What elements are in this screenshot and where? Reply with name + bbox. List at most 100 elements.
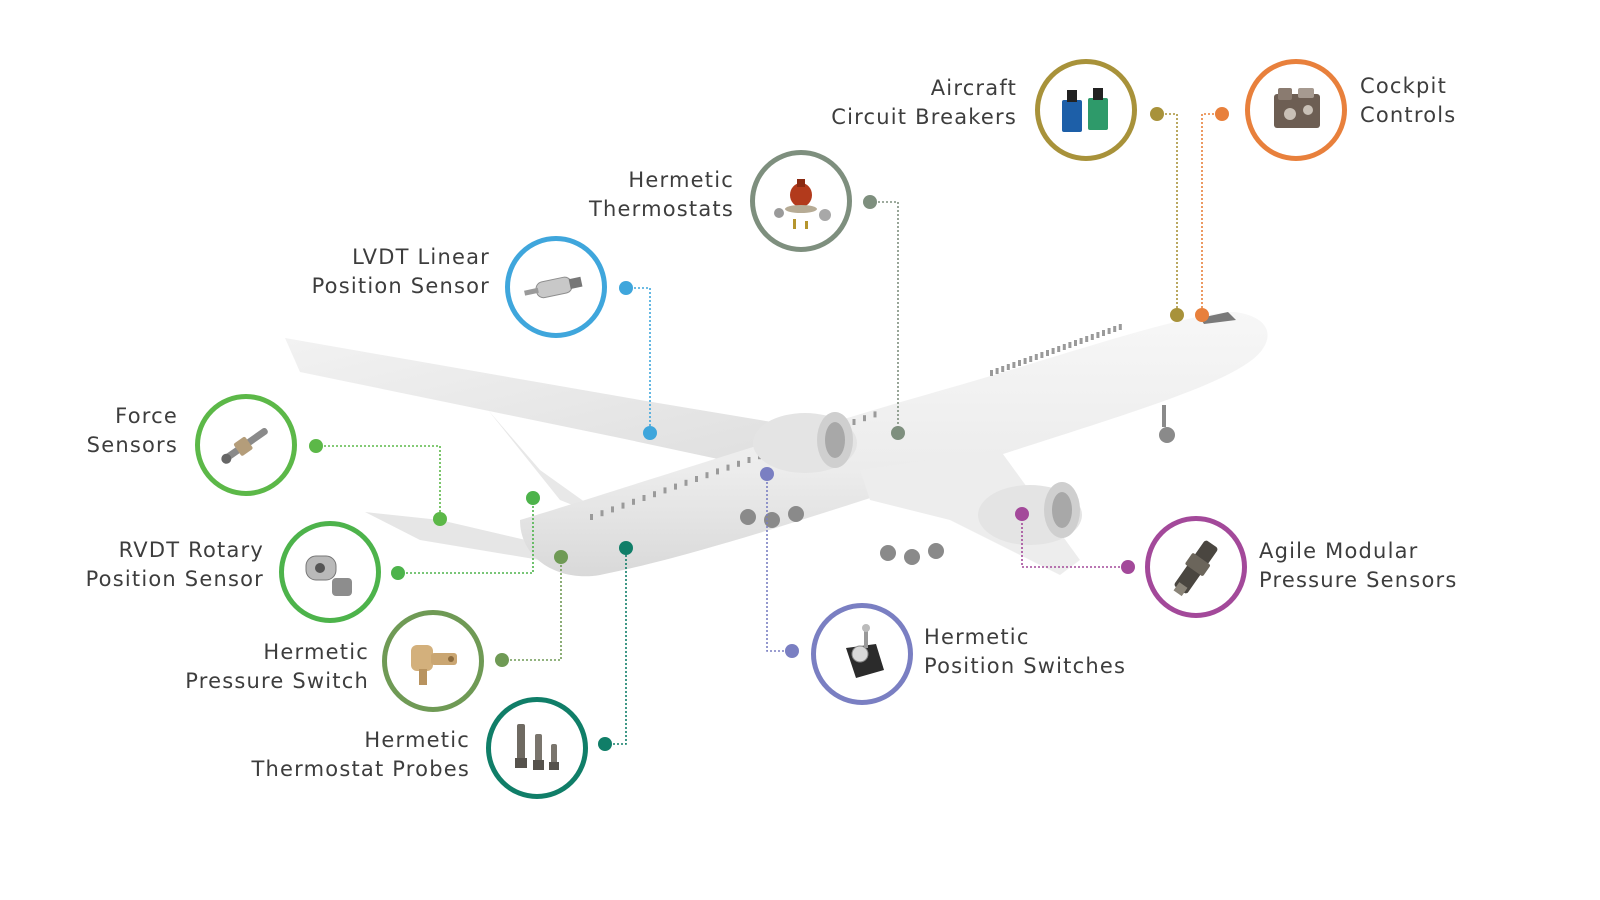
far-wing [285, 338, 820, 468]
passenger-window [990, 370, 993, 376]
thermostat-icon [774, 179, 831, 229]
passenger-window [1051, 348, 1055, 354]
passenger-window [1057, 346, 1061, 352]
passenger-window [684, 479, 688, 486]
passenger-window [1079, 338, 1083, 344]
passenger-window [590, 514, 593, 520]
passenger-window [1040, 352, 1044, 358]
connector-line-cockpit-controls [1201, 113, 1222, 315]
connector-line-circuit-breakers [1157, 113, 1178, 315]
anchor-dot-agile-modular [1015, 507, 1029, 521]
connector-line-force [316, 445, 441, 519]
callout-dot-thermostats [863, 195, 877, 209]
passenger-window [1096, 332, 1100, 338]
force-sensor-icon [221, 427, 268, 464]
passenger-window [1068, 342, 1072, 348]
lvdt-sensor-icon [524, 276, 583, 299]
connector-line-agile-modular [1021, 514, 1128, 568]
passenger-window [747, 457, 751, 463]
passenger-window [873, 411, 877, 418]
position-switch-icon [846, 624, 884, 678]
passenger-window [716, 468, 719, 475]
anchor-dot-cockpit-controls [1195, 308, 1209, 322]
circuit-breaker-icon [1062, 88, 1108, 132]
passenger-window [1113, 326, 1117, 332]
connector-line-rvdt [398, 498, 534, 574]
callout-dot-circuit-breakers [1150, 107, 1164, 121]
passenger-window [1062, 344, 1066, 350]
ring-thermostat-probes [486, 697, 588, 799]
rvdt-sensor-icon [305, 555, 352, 596]
ring-position-switches [811, 603, 913, 705]
passenger-window [632, 498, 635, 505]
pressure-sensor-icon [1173, 540, 1218, 597]
passenger-window [1046, 350, 1049, 356]
anchor-dot-rvdt [526, 491, 540, 505]
anchor-dot-thermostat-probes [619, 541, 633, 555]
callout-dot-rvdt [391, 566, 405, 580]
passenger-window [1102, 330, 1105, 336]
ring-circuit-breakers [1035, 59, 1137, 161]
callout-dot-lvdt [619, 281, 633, 295]
passenger-window [663, 487, 667, 494]
connector-line-lvdt [626, 287, 651, 433]
passenger-window [863, 415, 866, 422]
passenger-window [1118, 324, 1122, 330]
passenger-window [737, 460, 740, 467]
cockpit-windows [1200, 312, 1236, 324]
callout-dot-position-switches [785, 644, 799, 658]
anchor-dot-force [433, 512, 447, 526]
passenger-window [1034, 354, 1038, 360]
landing-gear [740, 405, 1175, 565]
passenger-window [1012, 362, 1016, 368]
fuselage [520, 312, 1268, 577]
passenger-window [852, 419, 856, 425]
passenger-window [642, 495, 646, 501]
ring-thermostats [750, 150, 852, 252]
passenger-window [600, 510, 604, 517]
passenger-window [1107, 328, 1111, 334]
connector-line-thermostats [870, 201, 899, 433]
anchor-dot-position-switches [760, 467, 774, 481]
ring-agile-modular [1145, 516, 1247, 618]
passenger-window [1001, 366, 1005, 372]
passenger-window [621, 502, 625, 509]
connector-line-thermostat-probes [605, 548, 627, 745]
passenger-window [674, 483, 677, 490]
callout-dot-cockpit-controls [1215, 107, 1229, 121]
ring-force [195, 394, 297, 496]
anchor-dot-pressure-switch [554, 550, 568, 564]
passenger-window [995, 368, 999, 374]
pressure-switch-icon [411, 645, 457, 685]
anchor-dot-lvdt [643, 426, 657, 440]
passenger-window [1023, 358, 1027, 364]
passenger-window [726, 464, 730, 471]
ring-cockpit-controls [1245, 59, 1347, 161]
passenger-window [611, 506, 614, 513]
passenger-window [695, 476, 698, 482]
passenger-window [1018, 360, 1021, 366]
cockpit-control-icon [1274, 88, 1320, 128]
anchor-dot-circuit-breakers [1170, 308, 1184, 322]
horizontal-stabilizer [365, 512, 560, 560]
anchor-dot-thermostats [891, 426, 905, 440]
callout-dot-pressure-switch [495, 653, 509, 667]
passenger-window [1006, 364, 1010, 370]
passenger-window [1090, 334, 1094, 340]
passenger-window [653, 491, 656, 498]
ring-lvdt [505, 236, 607, 338]
passenger-window [705, 472, 709, 479]
